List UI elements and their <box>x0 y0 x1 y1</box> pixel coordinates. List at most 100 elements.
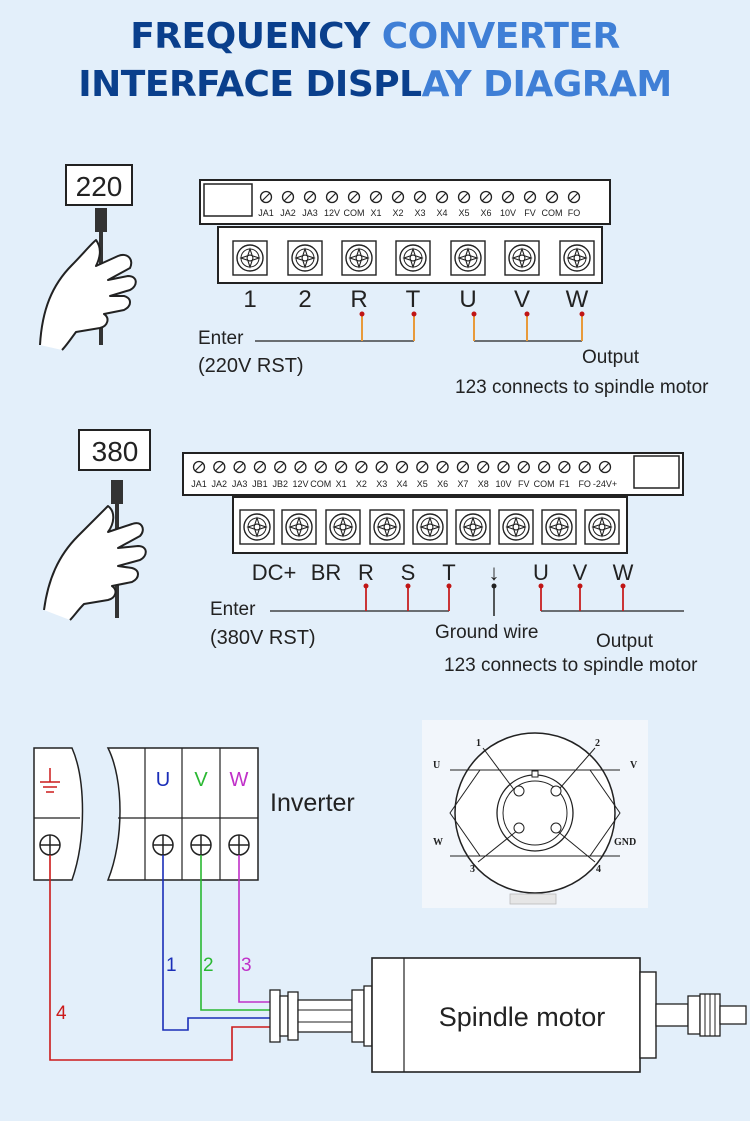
signal-terminal-label: COM <box>534 479 555 489</box>
power-terminal-screw <box>395 240 431 276</box>
signal-terminal-label: X6 <box>437 479 448 489</box>
power-terminal-label: ↓ <box>489 560 500 585</box>
signal-terminal-screw <box>355 460 368 474</box>
signal-terminal-screw <box>435 190 449 204</box>
phase-w-label: W <box>230 769 249 791</box>
title-part-1: FREQUENCY <box>130 16 382 57</box>
pin-2-label: 2 <box>595 738 600 749</box>
strip-label-box-380 <box>633 455 680 489</box>
wiring-220 <box>255 311 585 342</box>
signal-terminal-screw <box>213 460 226 474</box>
power-terminal-label: BR <box>311 560 342 585</box>
power-terminal-screw <box>239 509 275 545</box>
power-terminal-screw <box>498 509 534 545</box>
voltage-sign-380 <box>78 429 151 471</box>
connector-pinout: 1 2 3 4 U V W GND <box>422 720 648 908</box>
signal-terminal-label: 12V <box>292 479 308 489</box>
phase-v-label: V <box>194 769 208 791</box>
pin-3-label: 3 <box>470 864 475 875</box>
pin-w-label: W <box>433 837 443 848</box>
signal-terminal-screw <box>274 460 287 474</box>
page-title-line-2: INTERFACE DISPLAY DIAGRAM <box>0 62 750 108</box>
signal-terminal-label: COM <box>344 208 365 218</box>
power-terminal-label: DC+ <box>252 560 297 585</box>
power-terminal-screw <box>325 509 361 545</box>
spindle-wiring-diagram: U V W Inverter 1 2 3 4 <box>33 747 747 1073</box>
signal-terminal-screw <box>479 190 493 204</box>
phase-u-label: U <box>156 769 170 791</box>
signal-terminal-label: JB2 <box>272 479 288 489</box>
signal-terminal-screw <box>325 190 339 204</box>
pin-gnd-label: GND <box>614 837 636 848</box>
signal-terminal-screw <box>281 190 295 204</box>
signal-terminal-label: X2 <box>392 208 403 218</box>
spindle-shaft <box>655 993 747 1037</box>
signal-terminal-screw <box>369 190 383 204</box>
voltage-sign-220 <box>65 164 133 206</box>
signal-terminal-label: X1 <box>370 208 381 218</box>
output-sub-220: 123 connects to spindle motor <box>455 377 709 398</box>
power-terminal-screw <box>281 509 317 545</box>
spindle-motor-label: Spindle motor <box>439 1002 606 1032</box>
signal-terminal-label: FV <box>518 479 530 489</box>
signal-terminal-label: COM <box>542 208 563 218</box>
power-terminal-screw <box>504 240 540 276</box>
title-part-3: INTERFACE DISPL <box>78 64 422 105</box>
wiring-380 <box>270 583 684 616</box>
output-label-380: Output <box>596 631 654 652</box>
voltage-220-label: 220 <box>76 171 123 202</box>
power-terminal-label: 1 <box>243 286 256 313</box>
strip-label-box-220 <box>203 183 253 217</box>
signal-terminal-label: X8 <box>478 479 489 489</box>
signal-terminal-label: JA2 <box>212 479 228 489</box>
signal-terminal-screw <box>598 460 612 474</box>
signal-terminal-screw <box>578 460 591 474</box>
wire-u <box>162 855 352 1031</box>
power-terminal-screw <box>369 509 405 545</box>
signal-terminal-screw <box>567 190 581 204</box>
signal-terminal-label: JB1 <box>252 479 268 489</box>
power-terminal-label: 2 <box>298 286 311 313</box>
signal-terminal-screw <box>523 190 537 204</box>
signal-terminal-label: X4 <box>396 479 407 489</box>
enter-sub-220: (220V RST) <box>198 355 304 377</box>
signal-terminal-screw <box>517 460 530 474</box>
inverter-screws <box>152 834 250 856</box>
signal-terminal-screw <box>294 460 307 474</box>
spindle-motor-body <box>371 957 641 1073</box>
signal-terminal-screw <box>436 460 449 474</box>
enter-label-220: Enter <box>198 328 244 349</box>
signal-terminal-label: JA1 <box>258 208 274 218</box>
inverter-label: Inverter <box>270 789 355 817</box>
wire-number-3: 3 <box>241 955 252 976</box>
power-terminal-screw <box>287 240 323 276</box>
title-part-2: CONVERTER <box>381 16 621 57</box>
signal-terminal-screw <box>334 460 348 474</box>
power-terminal-label: T <box>442 560 455 585</box>
power-terminal-screw <box>341 240 377 276</box>
signal-terminal-screw <box>303 190 317 204</box>
signal-terminal-label: COM <box>310 479 331 489</box>
ground-screw <box>39 834 61 856</box>
power-terminal-label: S <box>401 560 416 585</box>
ground-icon <box>40 768 60 793</box>
signal-terminal-label: 10V <box>500 208 516 218</box>
power-terminal-screw <box>455 509 491 545</box>
signal-terminal-label: X1 <box>336 479 347 489</box>
signal-terminal-label: F1 <box>559 479 570 489</box>
signal-terminal-screw <box>375 460 388 474</box>
signal-terminal-label: X2 <box>356 479 367 489</box>
hand-icon-380 <box>43 480 147 621</box>
power-terminal-screw <box>232 240 268 276</box>
power-terminal-label: U <box>459 286 476 313</box>
signal-terminal-screw <box>416 460 429 474</box>
signal-terminal-label: -24V+ <box>593 479 617 489</box>
signal-terminal-screw <box>347 190 361 204</box>
ground-terminal-block <box>33 747 84 881</box>
power-terminal-label: R <box>350 286 367 313</box>
inverter-terminal-block <box>106 747 259 881</box>
